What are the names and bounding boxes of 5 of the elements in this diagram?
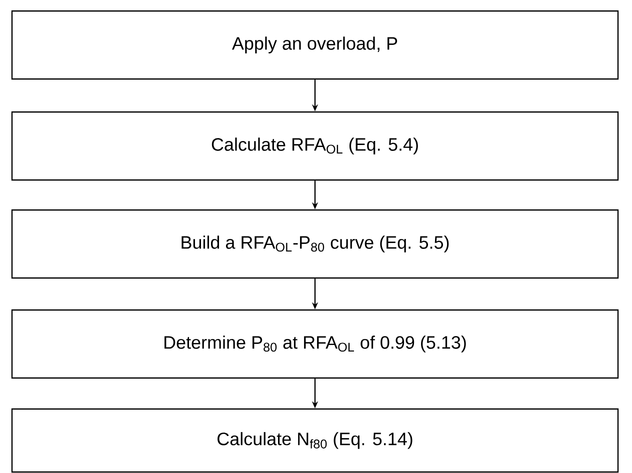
process-box: Determine P$_{80}$ at RFA$_{OL}$ of 0.99 (5.13) bbox=[11, 309, 619, 379]
process-box: Calculate N$_{f80}$ (Eq. 5.14) bbox=[11, 408, 619, 473]
process-box: Build a RFA$_{OL}$-P$_{80}$ curve (Eq. 5.5) bbox=[11, 209, 619, 279]
process-box: Apply an overload, P bbox=[11, 10, 619, 80]
process-box: Calculate RFA$_{OL}$ (Eq. 5.4) bbox=[11, 111, 619, 181]
